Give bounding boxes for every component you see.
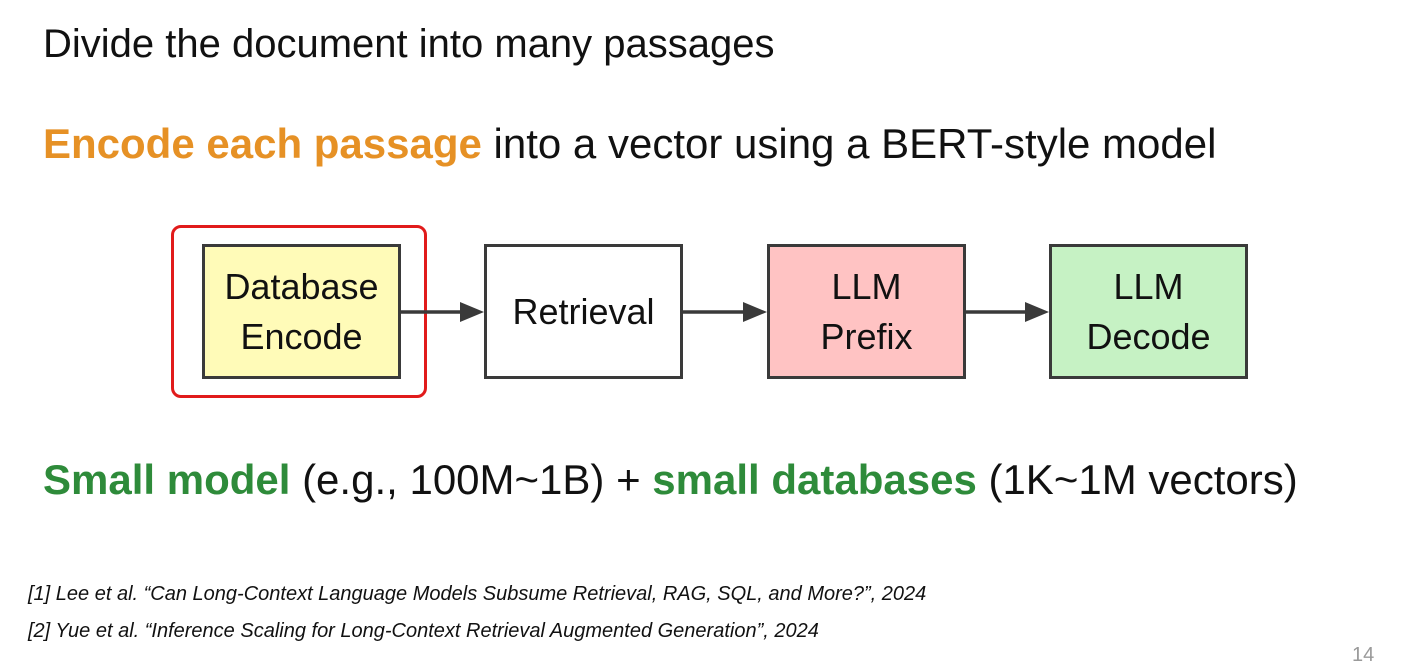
database-encode-box: Database Encode <box>202 244 401 379</box>
arrow-prefix-to-decode <box>966 302 1049 322</box>
encode-highlight: Encode each passage <box>43 120 482 167</box>
heading-line-1: Divide the document into many passages <box>43 22 775 67</box>
llm-decode-box: LLM Decode <box>1049 244 1248 379</box>
arrow-retrieval-to-prefix <box>683 302 767 322</box>
small-model-highlight: Small model <box>43 456 291 503</box>
heading-line-2: Encode each passage into a vector using … <box>43 120 1216 168</box>
encode-rest: into a vector using a BERT-style model <box>481 120 1217 167</box>
database-encode-label: Database Encode <box>224 265 379 357</box>
llm-prefix-label: LLM Prefix <box>820 265 913 357</box>
llm-decode-label: LLM Decode <box>1086 265 1211 357</box>
retrieval-box: Retrieval <box>484 244 683 379</box>
llm-prefix-box: LLM Prefix <box>767 244 966 379</box>
retrieval-label: Retrieval <box>512 290 655 332</box>
summary-text-2: (1K~1M vectors) <box>976 456 1298 503</box>
summary-line: Small model (e.g., 100M~1B) + small data… <box>43 456 1298 504</box>
heading-text: Divide the document into many passages <box>43 22 775 66</box>
reference-1: [1] Lee et al. “Can Long-Context Languag… <box>28 583 927 605</box>
summary-text-1: (e.g., 100M~1B) + <box>290 456 653 503</box>
small-databases-highlight: small databases <box>652 456 977 503</box>
reference-2: [2] Yue et al. “Inference Scaling for Lo… <box>28 620 819 642</box>
